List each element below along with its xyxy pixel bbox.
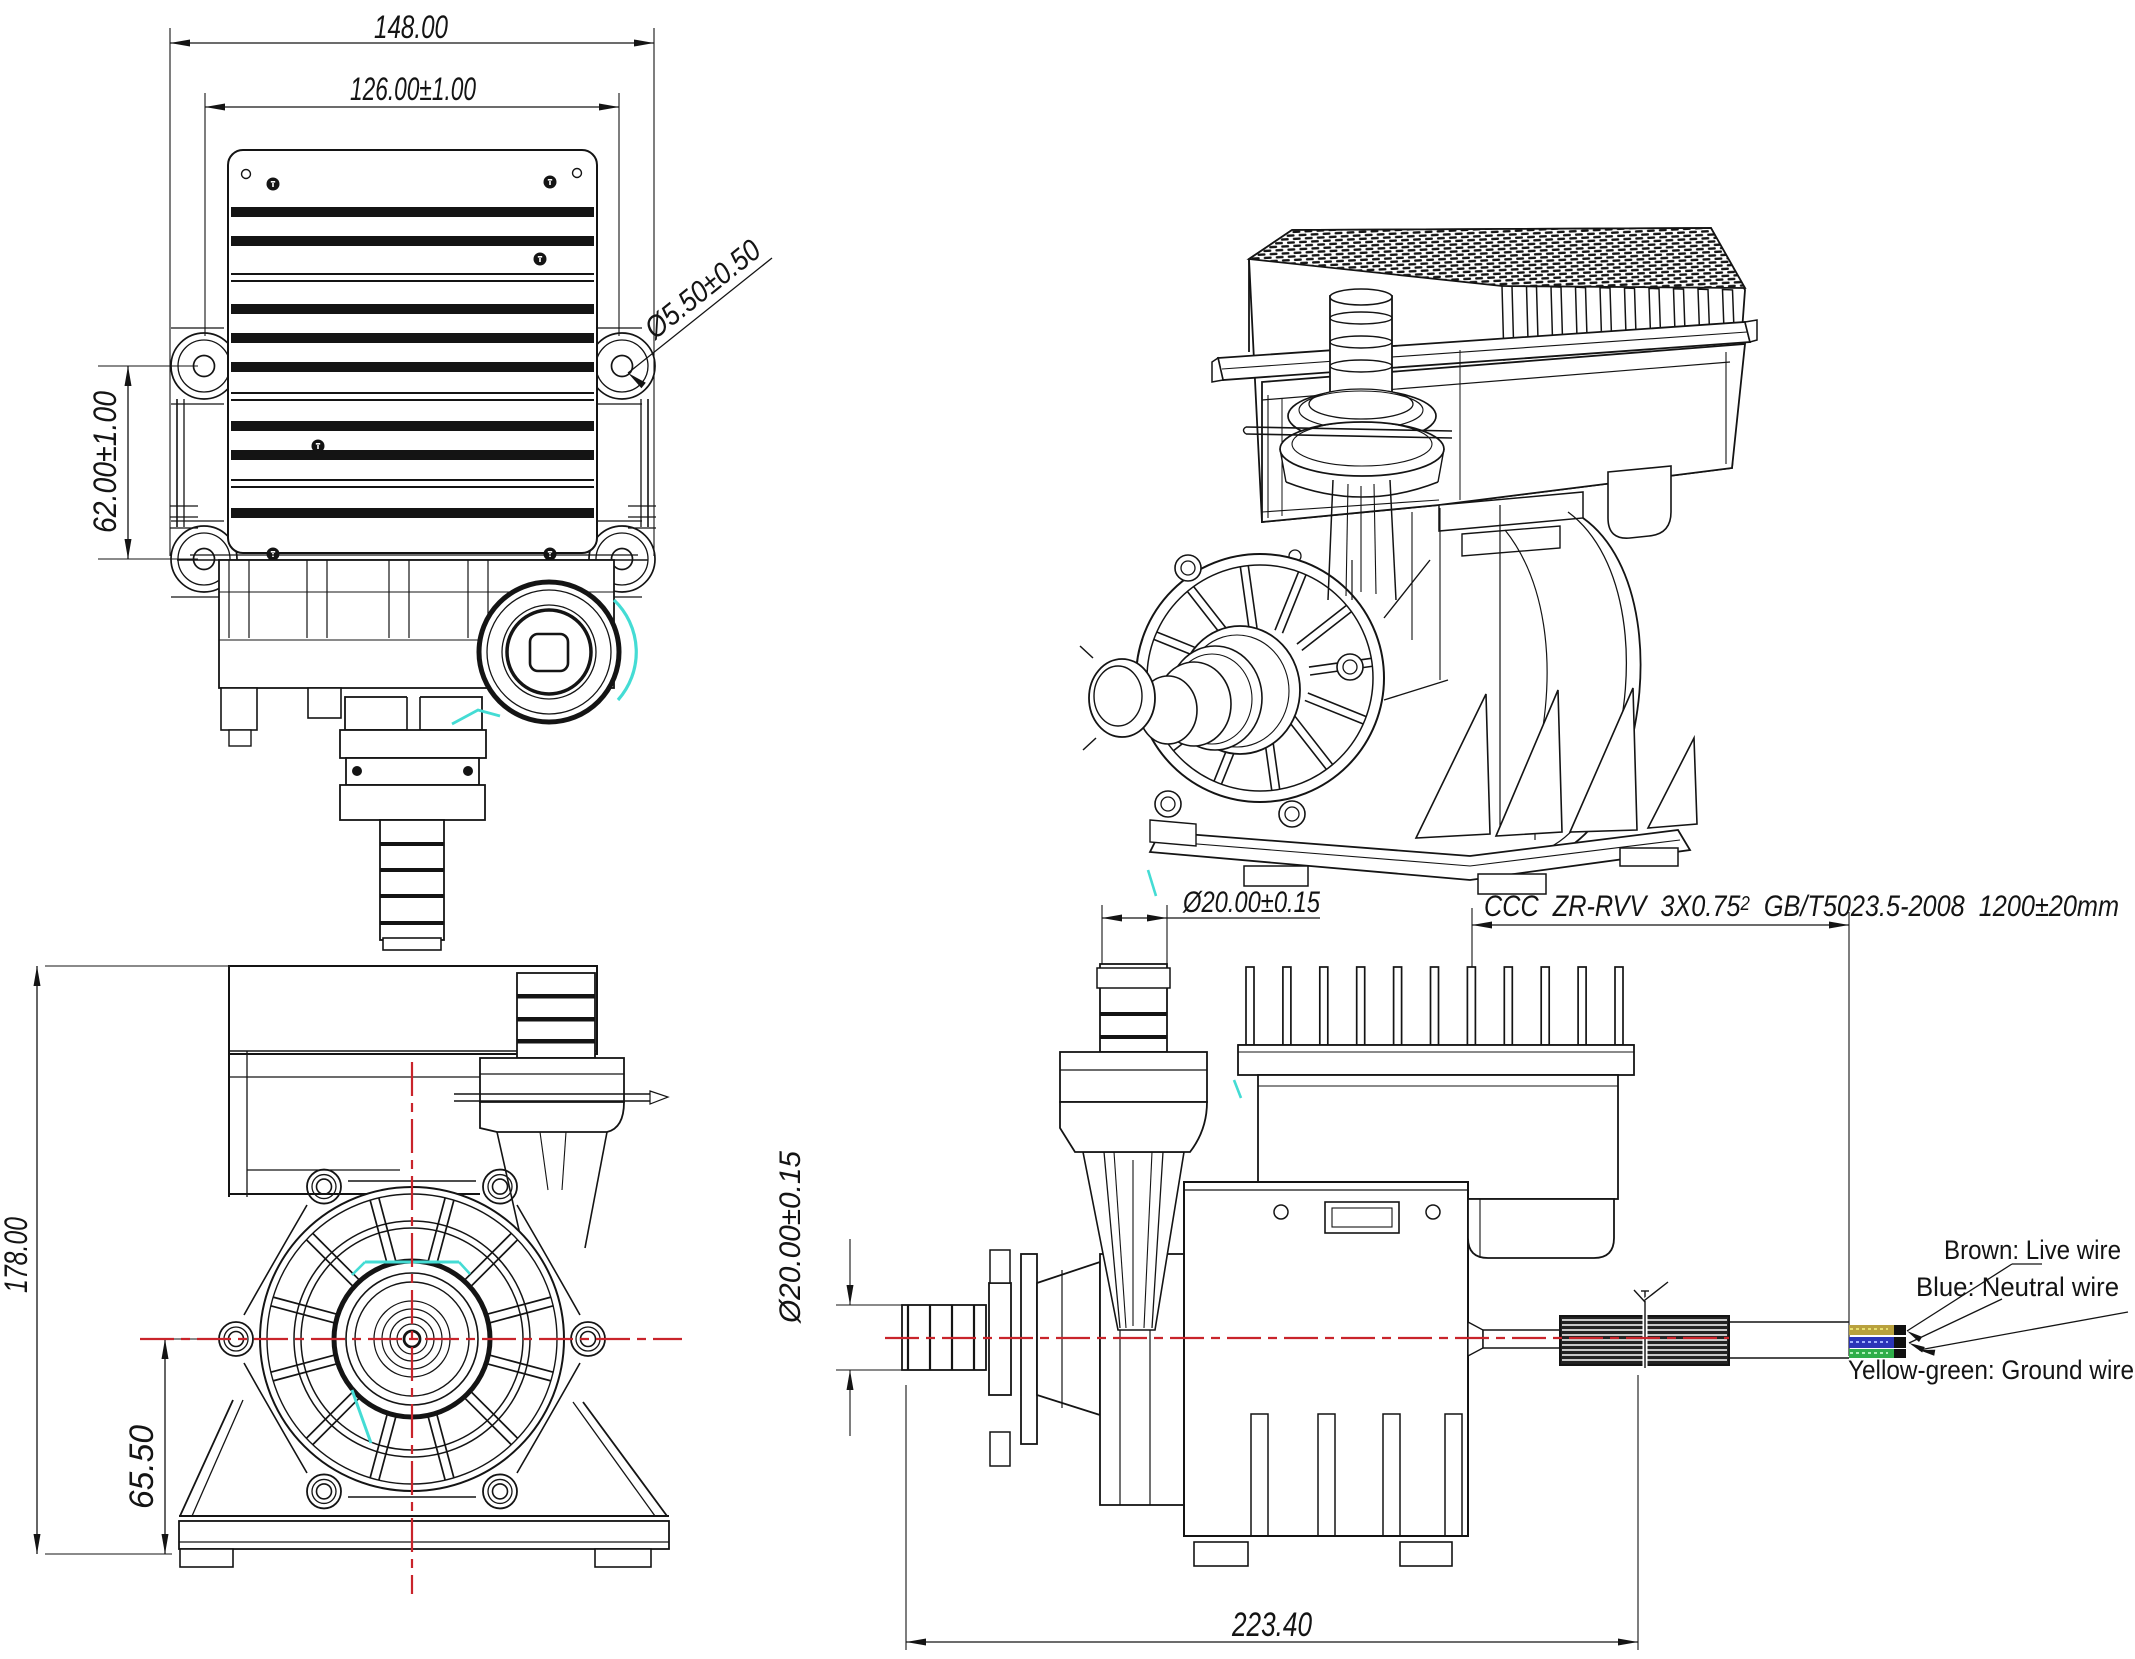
svg-text:Blue: Neutral wire: Blue: Neutral wire: [1916, 1272, 2119, 1302]
svg-text:126.00±1.00: 126.00±1.00: [350, 71, 476, 107]
svg-text:178.00: 178.00: [0, 1217, 34, 1293]
svg-text:Yellow-green: Ground wire: Yellow-green: Ground wire: [1848, 1355, 2134, 1385]
svg-text:65.50: 65.50: [123, 1425, 161, 1509]
svg-text:223.40: 223.40: [1231, 1606, 1312, 1644]
svg-text:Ø20.00±0.15: Ø20.00±0.15: [1182, 886, 1320, 919]
svg-text:62.00±1.00: 62.00±1.00: [87, 391, 123, 533]
svg-text:CCC ZR-RVV 3X0.752 GB/T5023: CCC ZR-RVV 3X0.752 GB/T5023.5-2008 1200±…: [1484, 890, 2119, 923]
svg-text:Ø20.00±0.15: Ø20.00±0.15: [774, 1151, 807, 1324]
svg-text:Brown: Live wire: Brown: Live wire: [1944, 1235, 2121, 1265]
svg-text:148.00: 148.00: [374, 9, 448, 45]
